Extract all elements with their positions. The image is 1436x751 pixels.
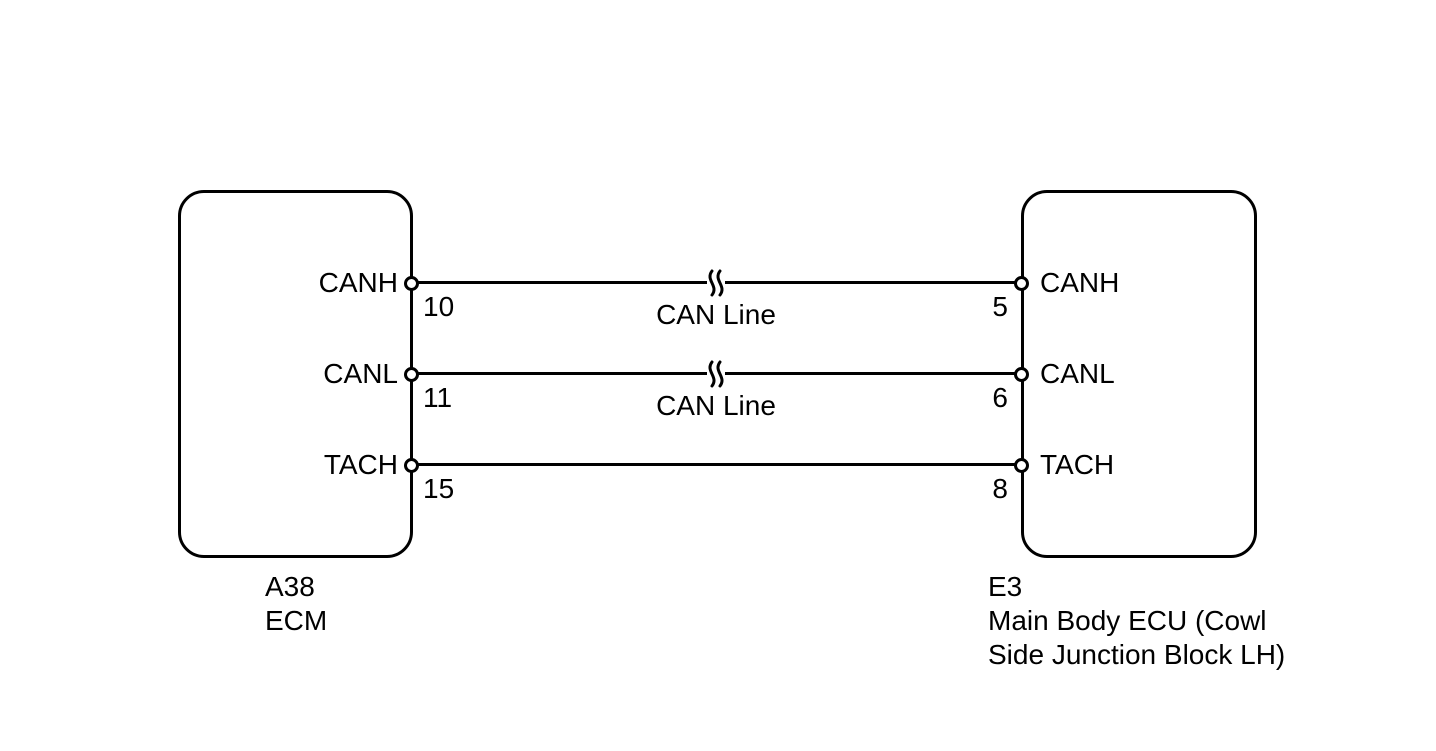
connector-block-e3 <box>1021 190 1257 558</box>
pin-label: CANL <box>1040 358 1115 389</box>
pin-label: TACH <box>1040 449 1115 480</box>
pin-label: CANL <box>323 358 398 389</box>
pin-terminal-e3-8 <box>1014 458 1029 473</box>
pin-label: CANH <box>1040 267 1120 298</box>
pin-number: 11 <box>423 382 453 413</box>
connector-name: ECM <box>265 605 328 636</box>
pin-number: 8 <box>992 473 1008 504</box>
pin-number: 10 <box>423 291 455 322</box>
wire-tach <box>411 463 1023 466</box>
pin-terminal-e3-6 <box>1014 367 1029 382</box>
wire-break-icon <box>707 269 725 297</box>
connector-name-line: Side Junction Block LH) <box>988 639 1286 670</box>
pin-terminal-a38-11 <box>404 367 419 382</box>
pin-terminal-e3-5 <box>1014 276 1029 291</box>
pin-number: 6 <box>992 382 1008 413</box>
pin-number: 5 <box>992 291 1008 322</box>
connector-block-a38 <box>178 190 413 558</box>
wire-label: CAN Line <box>656 390 776 421</box>
connector-caption-e3: E3 Main Body ECU (Cowl Side Junction Blo… <box>988 570 1285 672</box>
pin-terminal-a38-10 <box>404 276 419 291</box>
connector-code: A38 <box>265 571 315 602</box>
connector-code: E3 <box>988 571 1023 602</box>
connector-caption-a38: A38 ECM <box>265 570 327 638</box>
pin-label: TACH <box>323 449 398 480</box>
wire-break-icon <box>707 360 725 388</box>
pin-terminal-a38-15 <box>404 458 419 473</box>
pin-label: CANH <box>318 267 398 298</box>
wire-label: CAN Line <box>656 299 776 330</box>
pin-number: 15 <box>423 473 455 504</box>
connector-name-line: Main Body ECU (Cowl <box>988 605 1267 636</box>
